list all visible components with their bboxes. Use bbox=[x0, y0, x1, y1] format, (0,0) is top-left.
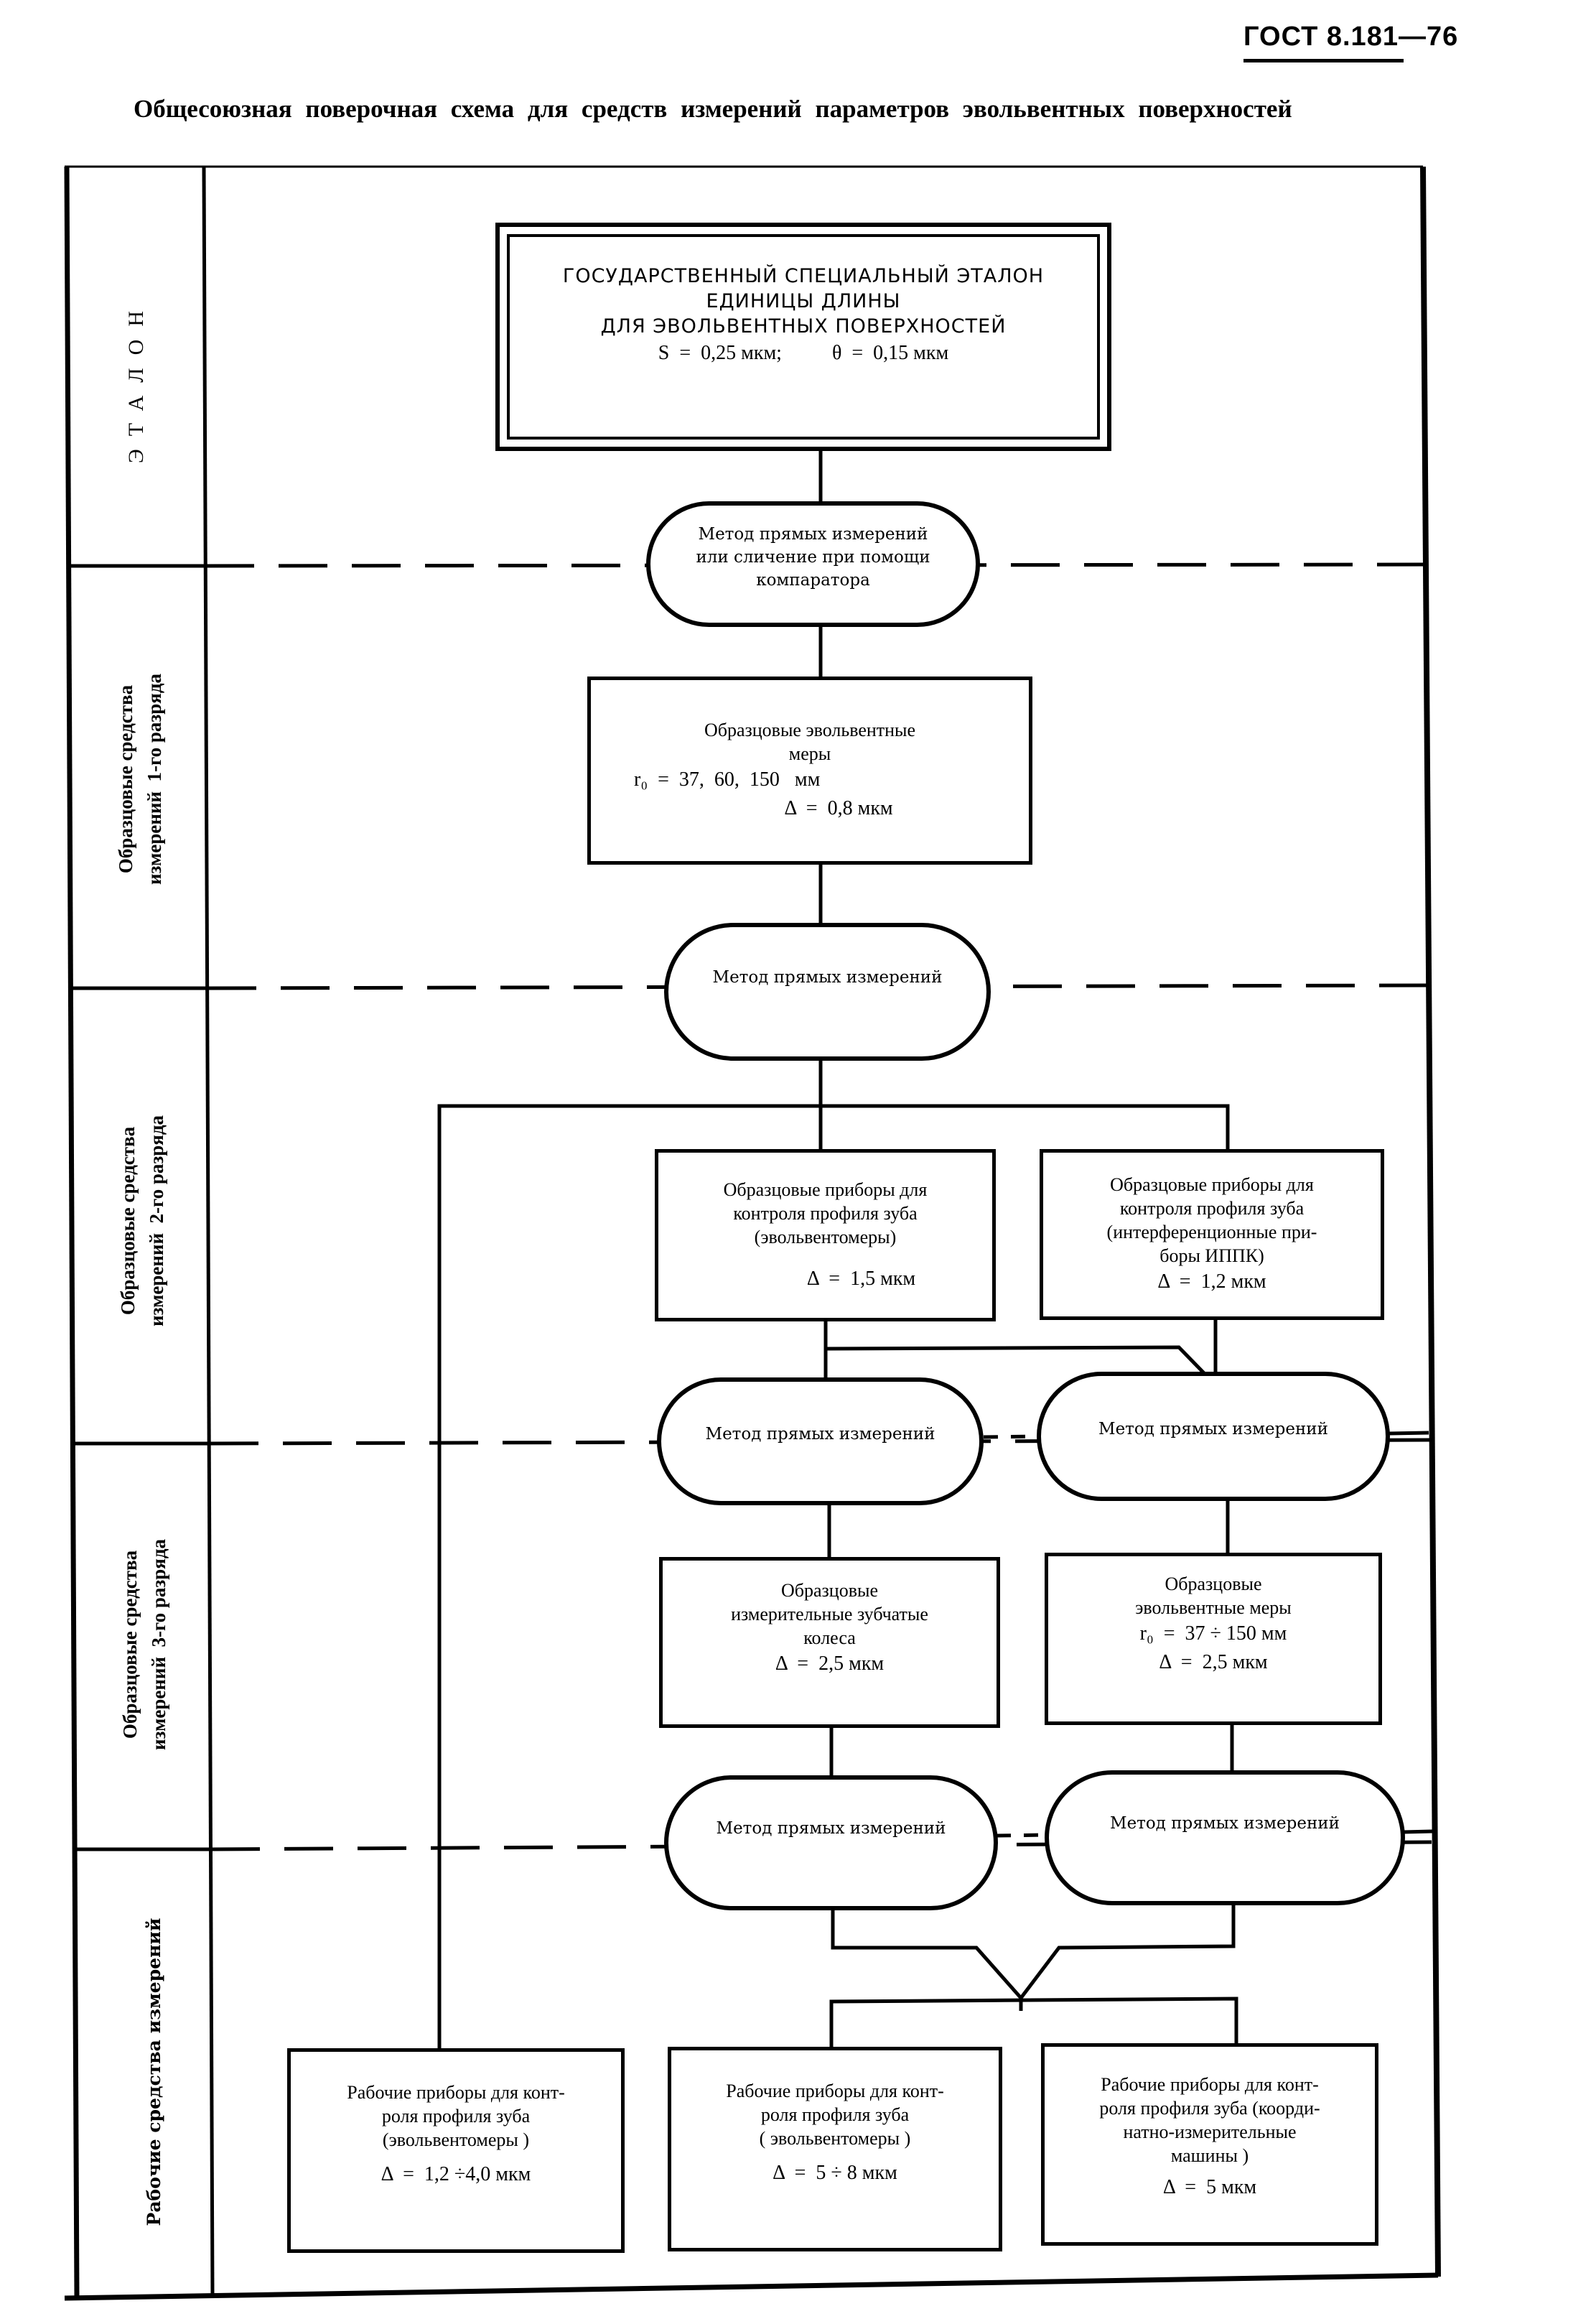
rank3-measures-text: Образцовые эвольвентные меры bbox=[1135, 1574, 1292, 1618]
rank1-measures-text: Образцовые эвольвентные меры bbox=[704, 720, 916, 764]
method-oval-direct-rank2-right: Метод прямых измерений bbox=[1037, 1372, 1390, 1501]
rank3-gears-box: Образцовые измерительные зубчатые колеса… bbox=[659, 1557, 1000, 1728]
rank1-measures-error: Δ = 0,8 мкм bbox=[784, 797, 893, 819]
rank2-involutometers-error: Δ = 1,5 мкм bbox=[806, 1267, 916, 1290]
working-2-text: Рабочие приборы для конт- роля профиля з… bbox=[726, 2081, 944, 2149]
method-oval-direct-rank2-left: Метод прямых измерений bbox=[657, 1377, 984, 1505]
rank2-involutometers-box: Образцовые приборы для контроля профиля … bbox=[655, 1149, 996, 1321]
rank3-gears-text: Образцовые измерительные зубчатые колеса bbox=[731, 1579, 928, 1648]
rank1-involute-measures-box: Образцовые эвольвентные меры r₀ = 37, 60… bbox=[587, 677, 1032, 865]
state-standard-title-line2: ЕДИНИЦЫ ДЛИНЫ bbox=[706, 289, 901, 312]
state-standard-title-line3: ДЛЯ ЭВОЛЬВЕНТНЫХ ПОВЕРХНОСТЕЙ bbox=[600, 315, 1007, 338]
frame-left bbox=[64, 166, 80, 2299]
link-method4-between bbox=[996, 1833, 1047, 1838]
working-involutometers-box-2: Рабочие приборы для конт- роля профиля з… bbox=[668, 2047, 1002, 2251]
working-2-error: Δ = 5 ÷ 8 мкм bbox=[773, 2162, 897, 2184]
rank2-involutometers-text: Образцовые приборы для контроля профиля … bbox=[723, 1179, 928, 1247]
working-involutometers-box-1: Рабочие приборы для конт- роля профиля з… bbox=[287, 2048, 625, 2253]
link-method4l-merge bbox=[831, 1909, 1022, 1999]
state-standard-formula: S = 0,25 мкм; θ = 0,15 мкм bbox=[658, 341, 949, 364]
method-oval-direct-or-comparator: Метод прямых измерений или сличение при … bbox=[646, 501, 980, 627]
frame-right bbox=[1420, 166, 1441, 2277]
rank2-interference-error: Δ = 1,2 мкм bbox=[1157, 1270, 1266, 1293]
label-column-divider bbox=[202, 166, 215, 2297]
working-1-error: Δ = 1,2 ÷4,0 мкм bbox=[381, 2163, 531, 2185]
rank3-measures-error: Δ = 2,5 мкм bbox=[1159, 1651, 1268, 1673]
working-3-text: Рабочие приборы для конт- роля профиля з… bbox=[1099, 2074, 1320, 2166]
rank1-measures-radius: r₀ = 37, 60, 150 мм bbox=[634, 768, 821, 791]
method-oval-direct-rank1: Метод прямых измерений bbox=[664, 923, 991, 1061]
link-merge-to-working bbox=[829, 1997, 1238, 2072]
link-invol-cross-method3r bbox=[825, 1345, 1208, 1377]
link-method4r-merge bbox=[1019, 1903, 1236, 1999]
document-number-underline bbox=[1243, 59, 1404, 62]
method-oval-direct-rank3-left: Метод прямых измерений bbox=[664, 1775, 998, 1910]
scheme-title: Общесоюзная поверочная схема для средств… bbox=[134, 95, 1292, 123]
outer-frame bbox=[64, 165, 1441, 2301]
rank3-gears-error: Δ = 2,5 мкм bbox=[775, 1652, 885, 1675]
working-1-text: Рабочие приборы для конт- роля профиля з… bbox=[347, 2082, 565, 2150]
link-method3-between bbox=[983, 1434, 1037, 1439]
rank2-interference-text: Образцовые приборы для контроля профиля … bbox=[1106, 1174, 1317, 1266]
label-column-separators bbox=[68, 564, 211, 1851]
state-standard-box: ГОСУДАРСТВЕННЫЙ СПЕЦИАЛЬНЫЙ ЭТАЛОН ЕДИНИ… bbox=[495, 223, 1111, 451]
link-branch-rank2 bbox=[437, 1104, 1230, 2072]
working-cmm-box: Рабочие приборы для конт- роля профиля з… bbox=[1041, 2043, 1378, 2246]
state-standard-title-line1: ГОСУДАРСТВЕННЫЙ СПЕЦИАЛЬНЫЙ ЭТАЛОН bbox=[562, 264, 1045, 287]
frame-bottom bbox=[64, 2272, 1439, 2301]
connectors bbox=[437, 449, 1433, 2072]
working-3-error: Δ = 5 мкм bbox=[1162, 2176, 1257, 2198]
rank3-involute-measures-box: Образцовые эвольвентные меры r₀ = 37 ÷ 1… bbox=[1045, 1553, 1382, 1725]
document-number: ГОСТ 8.181—76 bbox=[1243, 22, 1459, 52]
rank2-interference-box: Образцовые приборы для контроля профиля … bbox=[1040, 1149, 1384, 1320]
rank3-measures-radius: r₀ = 37 ÷ 150 мм bbox=[1139, 1622, 1287, 1645]
link-method4r-right bbox=[1403, 1829, 1433, 1834]
method-oval-direct-rank3-right: Метод прямых измерений bbox=[1045, 1770, 1405, 1905]
